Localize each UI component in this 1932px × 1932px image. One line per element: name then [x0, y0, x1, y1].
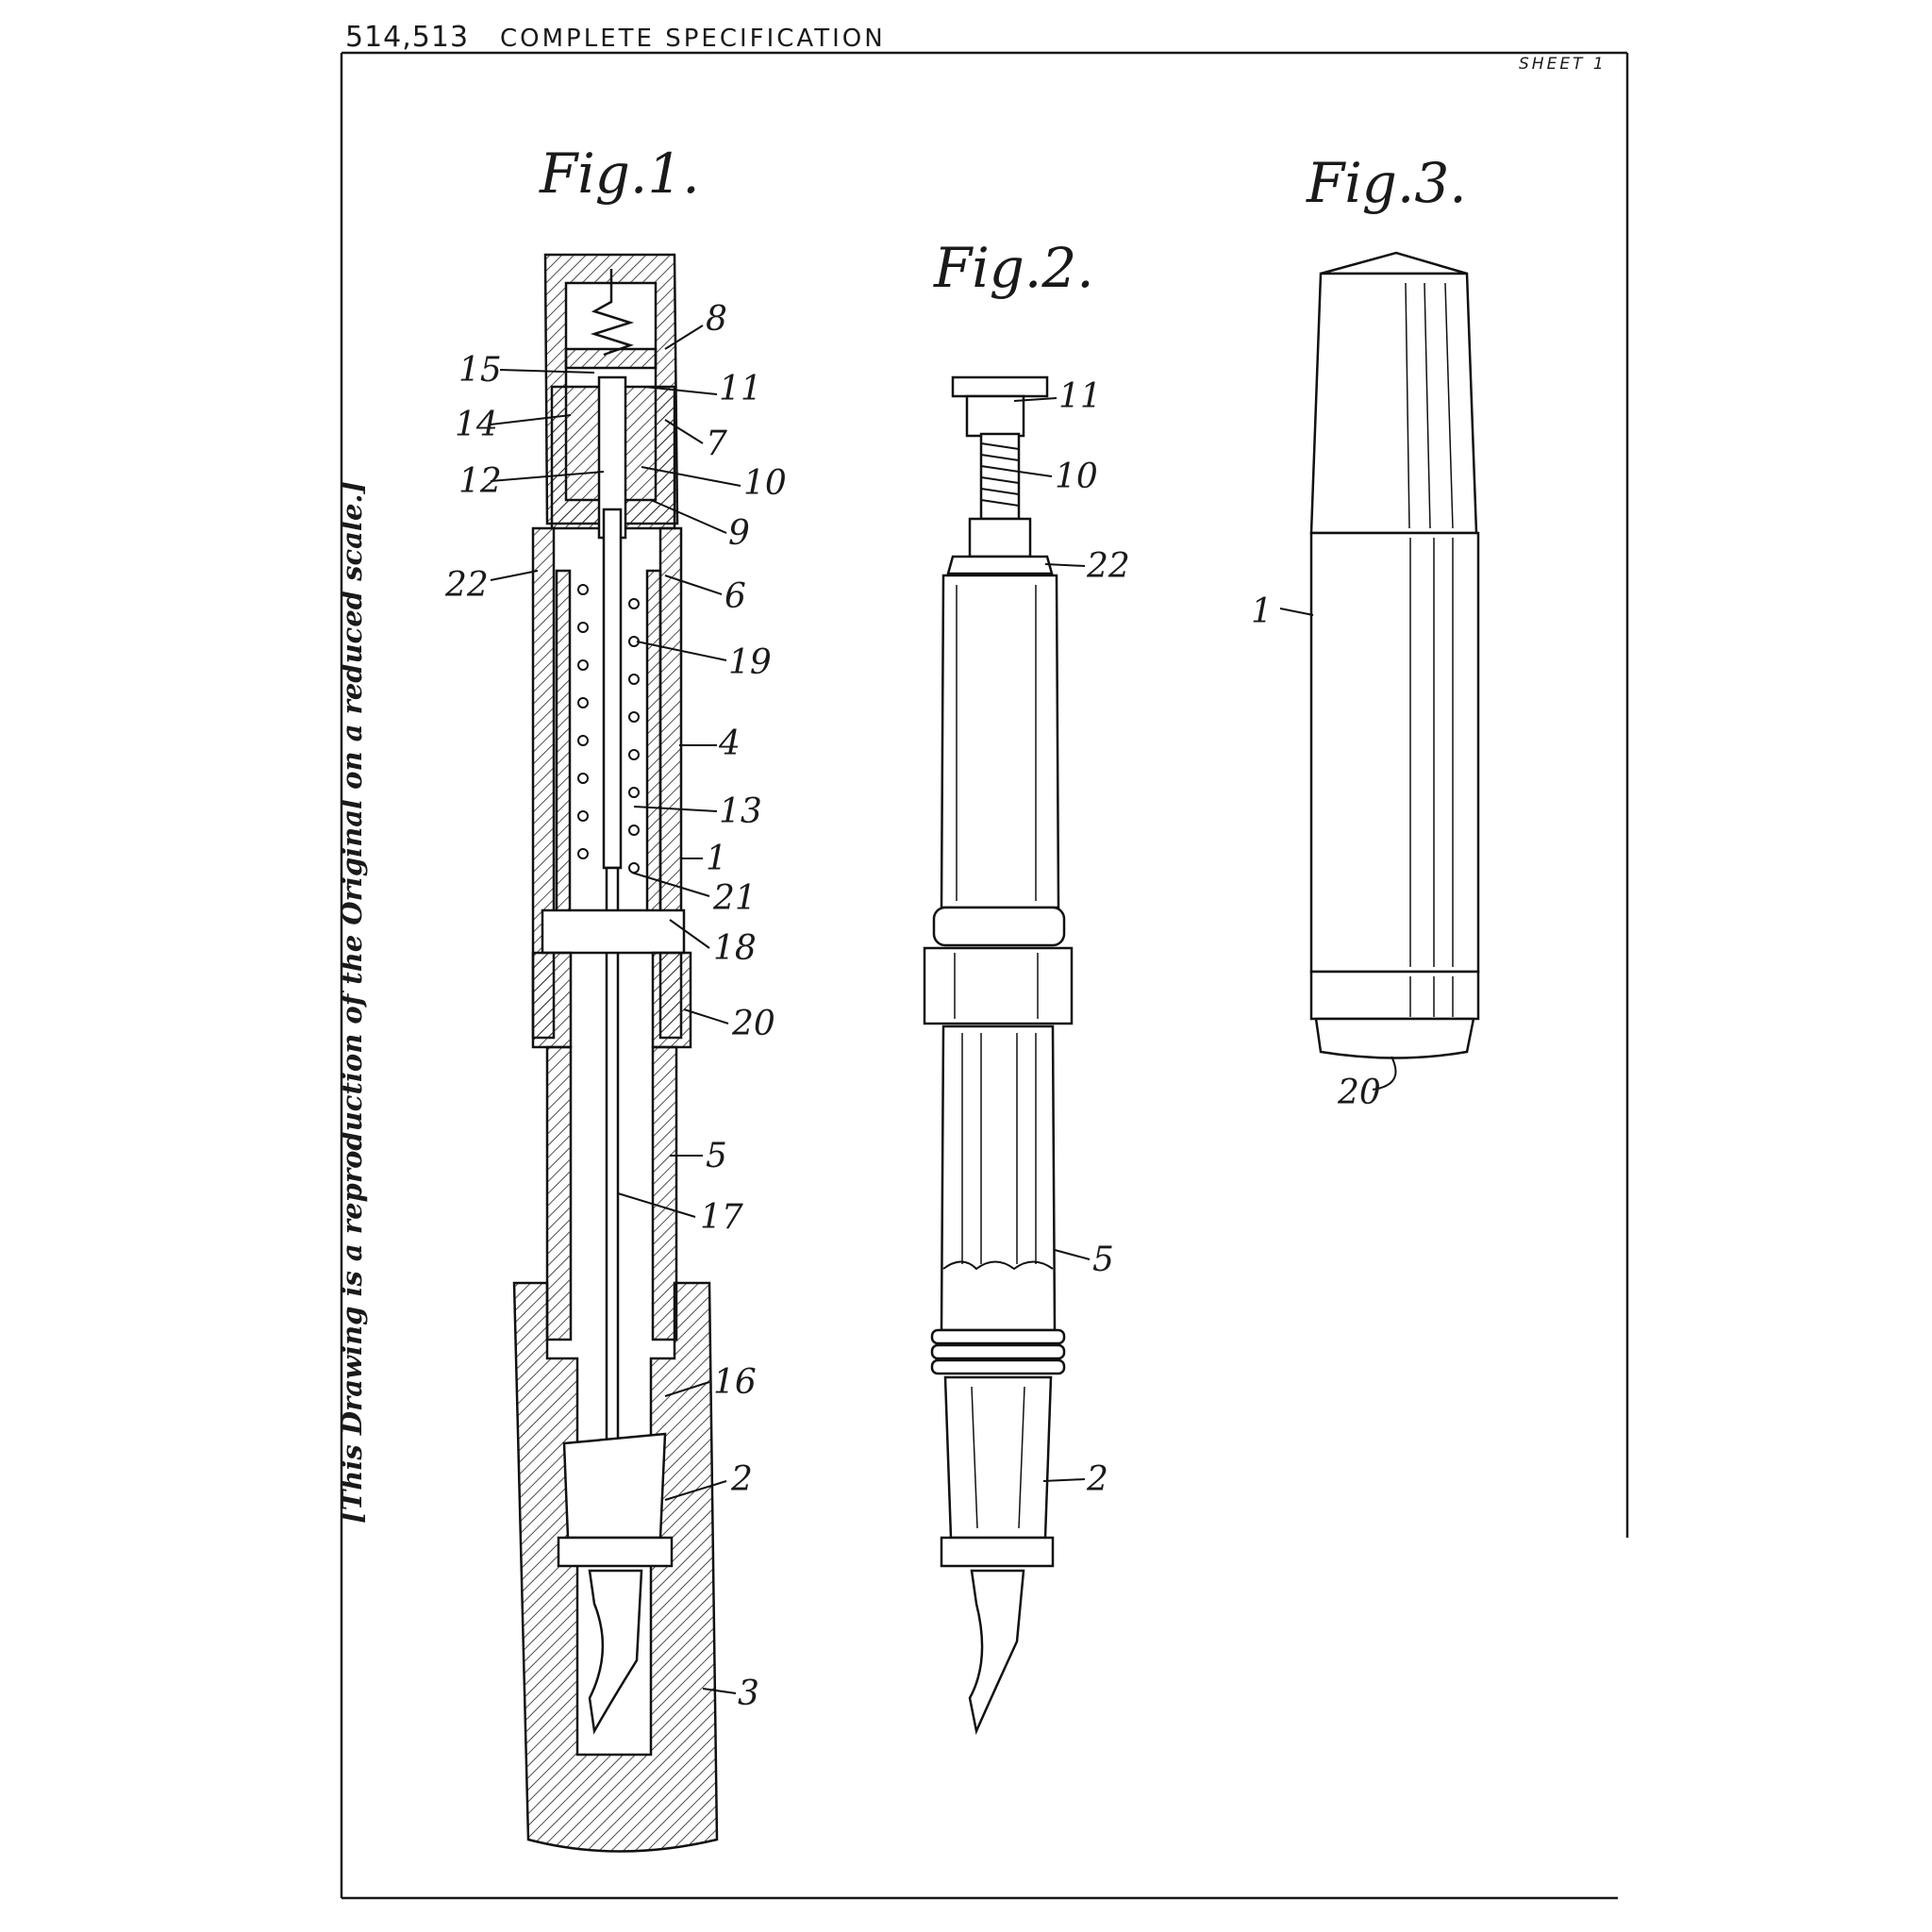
fig-1-label-21: 21 [713, 879, 757, 918]
collar-22-upper [968, 517, 1032, 558]
patent-number: 514,513 [345, 21, 470, 54]
document-title: COMPLETE SPECIFICATION [500, 25, 886, 53]
inner-wall-right [645, 569, 662, 922]
grip-threads [930, 1328, 1066, 1375]
fig-2-label-5: 5 [1092, 1241, 1114, 1279]
nib-2 [968, 1569, 1025, 1736]
fig-2-label-22: 22 [1087, 547, 1130, 586]
fig-1-label-18: 18 [713, 929, 757, 968]
fig-1-label-2: 2 [731, 1460, 753, 1499]
feed-2 [943, 1375, 1053, 1540]
fig-1-section-drawing [490, 253, 741, 1853]
fig-1-label-20: 20 [732, 1005, 775, 1043]
piston-rod-17 [605, 866, 620, 1445]
barrel-5-left [545, 1045, 573, 1341]
fig-2-label-11: 11 [1058, 377, 1102, 416]
knob-stem [965, 394, 1025, 438]
feed-collar [557, 1536, 674, 1568]
sheet-number: SHEET 1 [1519, 55, 1607, 74]
cap-tip [1320, 251, 1468, 275]
fig-1-label-9: 9 [728, 514, 750, 553]
fig-1-label-5: 5 [706, 1137, 727, 1175]
fig-1-leader-lines [490, 325, 741, 1694]
fig-1-label-17: 17 [700, 1198, 743, 1237]
collar-22 [946, 555, 1054, 575]
barrel-5-edge [942, 1260, 1054, 1271]
cap-band [1309, 970, 1480, 1021]
fig-3-cap-drawing [1279, 251, 1480, 1091]
fig-1-label-19: 19 [728, 643, 772, 682]
feed-collar-2 [940, 1536, 1055, 1568]
fig-2-label-10: 10 [1055, 458, 1098, 496]
fig-1-label-10: 10 [743, 464, 787, 503]
fig-2-label-2: 2 [1087, 1460, 1108, 1499]
fig-1-label-15: 15 [458, 351, 502, 390]
fig-1-label-8: 8 [706, 300, 727, 339]
fig-1-title: Fig.1. [540, 142, 700, 206]
barrel-5-right [651, 1045, 678, 1341]
collar-wall-right [651, 951, 692, 1049]
lower-cap-3 [512, 1281, 719, 1853]
fig-2-drawing [923, 375, 1091, 1736]
piston-rod-13 [602, 508, 623, 870]
barrel-5 [940, 1024, 1057, 1332]
cap-shading-lines [1405, 282, 1454, 1017]
thread-10-lines [980, 442, 1020, 507]
barrel-5-flutes [961, 1033, 1037, 1264]
knob-11 [951, 375, 1049, 398]
cap-lip-20 [1314, 1017, 1475, 1059]
collar-wall-left [531, 951, 573, 1049]
fig-1-label-6: 6 [724, 577, 746, 616]
barrel-band [923, 946, 1074, 1025]
barrel-ring [932, 906, 1066, 947]
barrel-body [940, 574, 1060, 909]
inner-wall-left [555, 569, 572, 922]
fig-1-label-14: 14 [455, 406, 498, 444]
plunger-head-8 [564, 347, 658, 370]
fig-1-label-3: 3 [738, 1674, 759, 1713]
sheet-frame [340, 51, 1629, 1900]
section-feed-2 [562, 1432, 667, 1540]
fig-1-label-1: 1 [706, 840, 727, 878]
fig-1-label-22: 22 [445, 566, 489, 605]
fig-3-label-20: 20 [1338, 1074, 1381, 1112]
fig-2-leader-lines [1013, 397, 1091, 1482]
fig-1-label-11: 11 [719, 370, 762, 408]
section-nib [588, 1569, 643, 1735]
fig-1-label-7: 7 [706, 425, 727, 463]
fig-3-title: Fig.3. [1307, 151, 1467, 215]
fig-1-label-13: 13 [719, 792, 762, 831]
cap-lower-body [1309, 531, 1480, 974]
fig-3-label-1: 1 [1251, 592, 1273, 631]
fig-2-title: Fig.2. [934, 236, 1094, 300]
fig-3-leader-lines [1279, 608, 1397, 1091]
fig-1-label-4: 4 [719, 724, 741, 763]
piston-spring-19 [577, 584, 640, 874]
fig-1-label-16: 16 [713, 1363, 757, 1402]
fig-1-label-12: 12 [458, 462, 502, 501]
collar-18 [541, 908, 686, 955]
cap-spring [590, 269, 635, 357]
